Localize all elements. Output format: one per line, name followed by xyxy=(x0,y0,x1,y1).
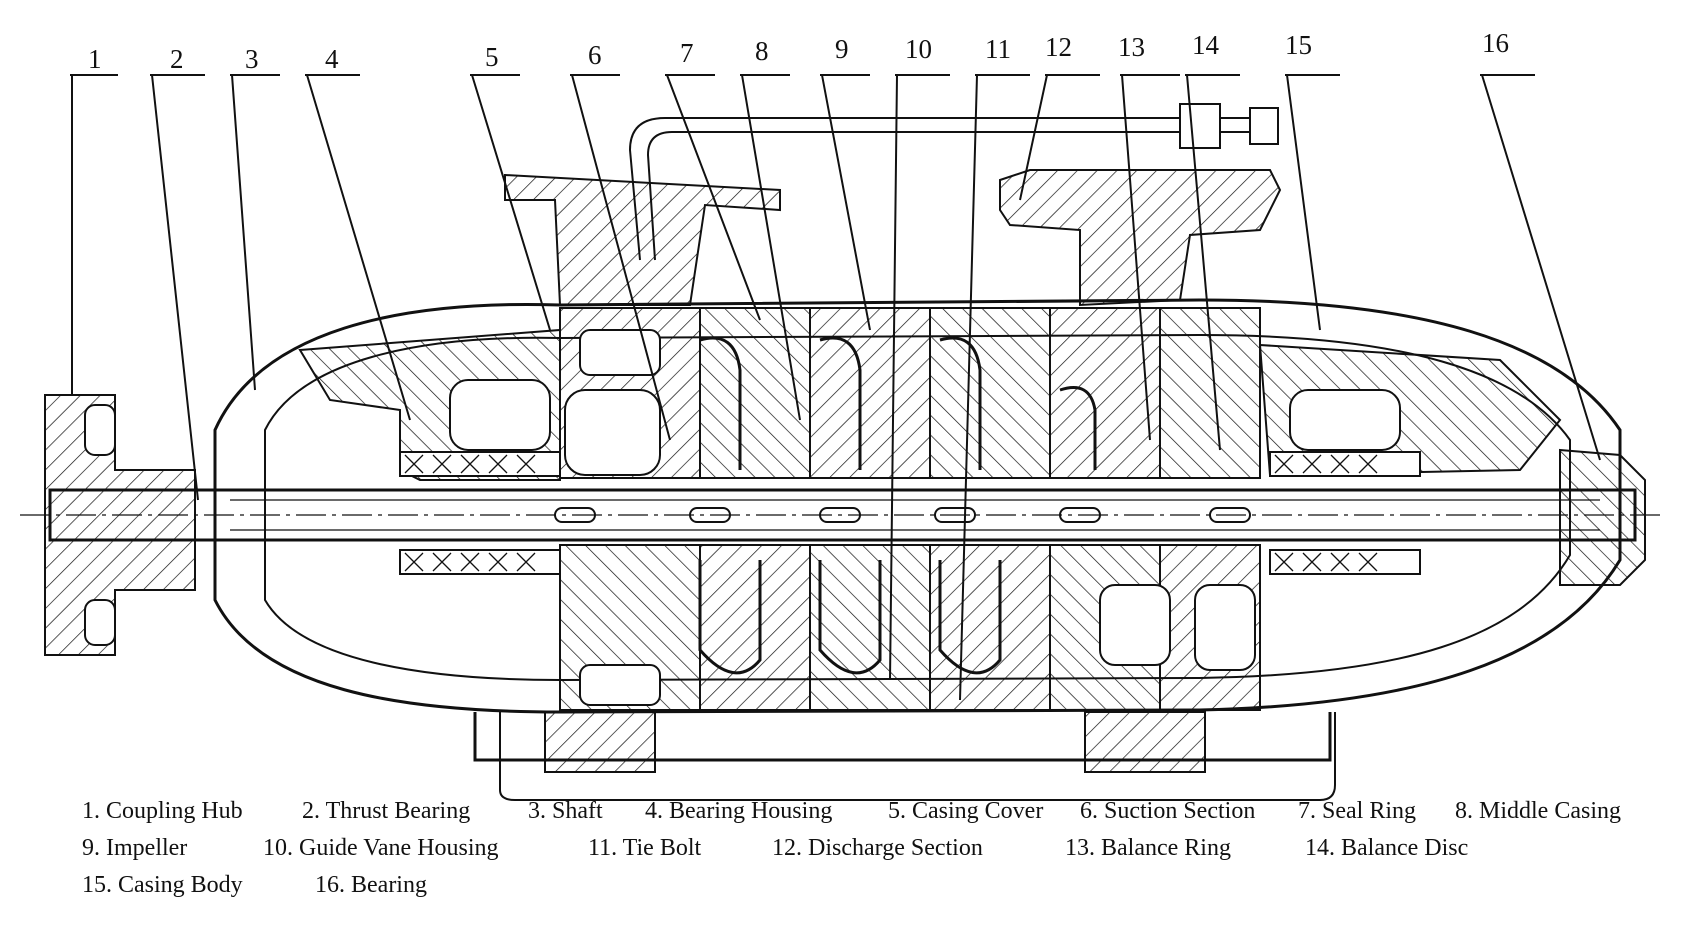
coupling-hub xyxy=(44,394,196,656)
callout-11: 11 xyxy=(985,34,1011,64)
callout-6: 6 xyxy=(588,40,602,70)
parts-legend: 1. Coupling Hub 2. Thrust Bearing 3. Sha… xyxy=(82,798,1621,898)
legend-item-13: 13. Balance Ring xyxy=(1065,835,1231,861)
callout-1: 1 xyxy=(88,44,102,74)
legend-item-6: 6. Suction Section xyxy=(1080,798,1255,824)
legend-item-12: 12. Discharge Section xyxy=(772,835,983,861)
callout-15: 15 xyxy=(1285,30,1312,60)
callout-2: 2 xyxy=(170,44,184,74)
callout-12: 12 xyxy=(1045,32,1072,62)
legend-item-4: 4. Bearing Housing xyxy=(645,798,832,824)
legend-item-15: 15. Casing Body xyxy=(82,872,243,898)
balance-pipe xyxy=(628,117,1250,261)
legend-item-11: 11. Tie Bolt xyxy=(588,835,701,861)
suction-nozzle xyxy=(504,173,781,306)
callout-9: 9 xyxy=(835,34,849,64)
legend-item-14: 14. Balance Disc xyxy=(1305,835,1468,861)
callout-14: 14 xyxy=(1192,30,1220,60)
pump-stages-lower xyxy=(559,544,1261,711)
legend-item-3: 3. Shaft xyxy=(528,798,603,824)
callout-13: 13 xyxy=(1118,32,1145,62)
callout-3: 3 xyxy=(245,44,259,74)
legend-item-10: 10. Guide Vane Housing xyxy=(263,835,499,861)
discharge-nozzle xyxy=(999,169,1282,307)
legend-item-1: 1. Coupling Hub xyxy=(82,798,243,824)
legend-item-2: 2. Thrust Bearing xyxy=(302,798,470,824)
leader-lines xyxy=(70,74,1601,701)
callout-10: 10 xyxy=(905,34,932,64)
callout-8: 8 xyxy=(755,36,769,66)
legend-item-7: 7. Seal Ring xyxy=(1298,798,1416,824)
callout-5: 5 xyxy=(485,42,499,72)
right-end-cap xyxy=(1559,448,1646,586)
legend-item-16: 16. Bearing xyxy=(315,872,427,898)
callout-4: 4 xyxy=(325,44,339,74)
legend-item-8: 8. Middle Casing xyxy=(1455,798,1621,824)
callout-7: 7 xyxy=(680,38,694,68)
legend-item-5: 5. Casing Cover xyxy=(888,798,1043,824)
callout-numbers: 1 2 3 4 5 6 7 8 9 10 11 12 13 14 15 16 xyxy=(88,28,1509,74)
callout-16: 16 xyxy=(1482,28,1509,58)
legend-item-9: 9. Impeller xyxy=(82,835,187,861)
pump-stages-upper xyxy=(559,307,1261,479)
